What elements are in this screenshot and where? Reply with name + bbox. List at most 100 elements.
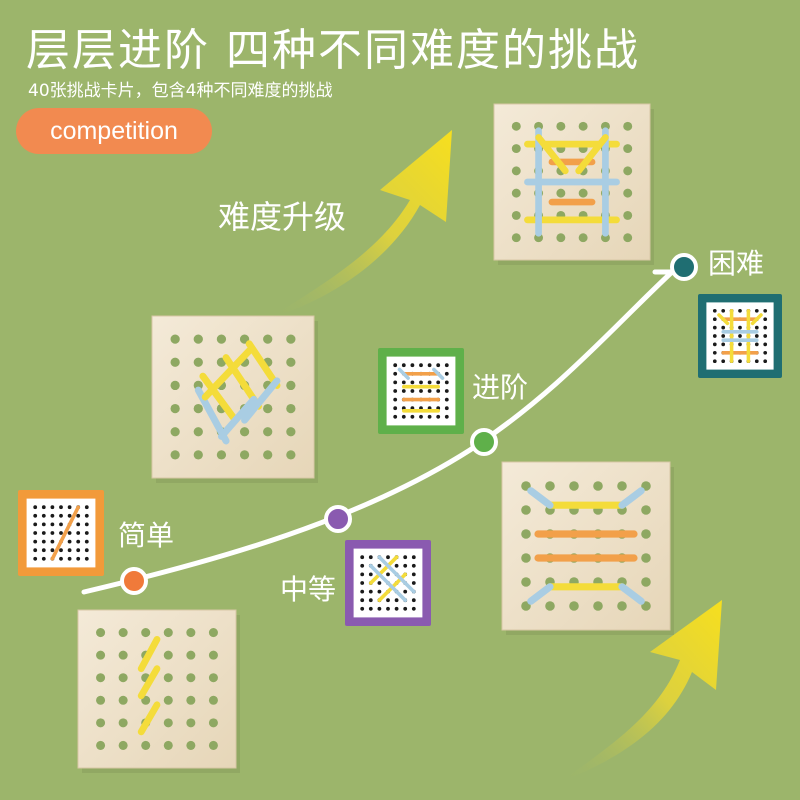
card-peg [401,414,406,419]
card-band [750,313,763,326]
card-peg [427,380,432,385]
board-hole [511,210,521,220]
card-peg [411,563,416,568]
card-peg [436,363,441,368]
card-peg [738,342,742,347]
card-peg [76,522,81,527]
board-hole [511,166,521,176]
board-band [575,134,609,175]
card-peg [50,505,55,510]
board-hole [617,601,627,611]
board-hole [623,210,633,220]
board-hole [193,357,203,367]
card-peg [360,598,365,603]
card-peg [33,513,38,518]
board-hole [511,144,521,154]
card-peg [403,589,408,594]
board-hole [521,553,531,563]
board-hole [193,450,203,460]
board-hole [186,650,196,660]
board-hole [216,450,227,460]
board-hole [521,505,531,515]
card-band [368,555,399,585]
board-hole [511,121,521,131]
card-peg [394,563,399,568]
card-peg [41,531,46,535]
challenge-card-easy [18,490,104,576]
board-hole [286,427,296,437]
card-peg [50,531,55,535]
card-peg [712,317,717,322]
card-peg [67,531,72,535]
card-peg [41,556,46,561]
card-peg [41,548,46,553]
board-hole [545,601,555,611]
board-hole [239,450,250,460]
card-peg [393,397,398,402]
board-hole [163,628,173,638]
card-peg [50,522,55,527]
card-peg [59,505,63,510]
card-peg [403,563,408,568]
board-hole [623,166,633,176]
card-peg [76,513,81,518]
card-peg [444,397,449,402]
board-hole [186,718,196,728]
card-peg [763,308,768,313]
board-hole [208,718,218,728]
board-hole [118,628,128,638]
board-hole [163,740,173,750]
board-hole [556,233,566,243]
card-peg [386,598,390,603]
card-peg [444,389,449,393]
board-band [137,665,161,700]
card-peg [712,342,717,347]
card-peg [377,606,382,611]
card-peg [393,414,398,419]
board-hole [186,740,196,750]
card-peg [84,548,89,553]
card-peg [360,606,365,611]
card-peg [444,380,449,385]
board-band [137,635,161,673]
card-peg [754,334,759,338]
card-peg [763,342,768,347]
board-hole [239,427,250,437]
card-peg [360,555,365,560]
board-hole [263,334,273,344]
board-band [217,395,258,440]
card-peg [41,539,46,544]
card-peg [763,334,768,338]
board-hole [163,673,173,683]
pegboard-medium [151,315,318,483]
card-peg [377,589,382,594]
card-peg [401,380,406,385]
card-peg [712,325,717,330]
level-dot-medium [324,505,352,533]
board-hole [623,188,633,198]
board-band [535,134,569,175]
card-peg [386,572,390,577]
card-peg [67,513,72,518]
board-hole [593,601,603,611]
board-hole [96,740,106,750]
board-hole [545,481,555,491]
upward-arrow-icon [270,130,452,318]
board-hole [96,695,106,705]
board-hole [286,357,296,367]
card-peg [33,522,38,527]
card-peg [444,363,449,368]
board-hole [170,427,180,437]
card-peg [738,334,742,338]
card-peg [67,539,72,544]
card-peg [84,539,89,544]
board-hole [96,718,106,728]
card-peg [368,598,373,603]
board-hole [118,695,128,705]
board-band [527,583,554,605]
challenge-card-medium [345,540,431,626]
board-hole [641,529,651,539]
label-easy: 简单 [118,519,175,552]
board-hole [193,403,203,414]
board-hole [556,188,566,198]
